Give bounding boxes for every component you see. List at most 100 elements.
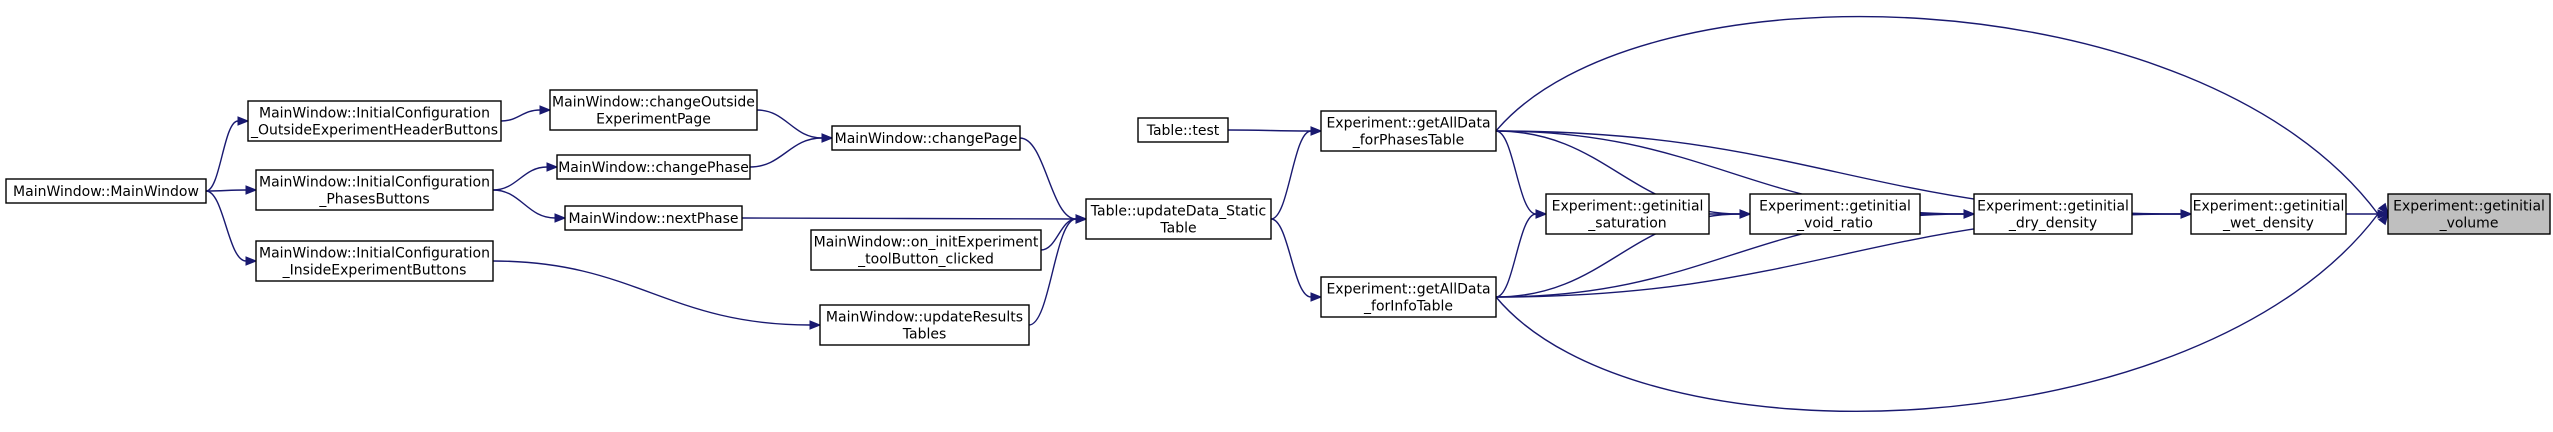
node-label: Table::test: [1146, 123, 1220, 139]
node-getinitial_saturation[interactable]: Experiment::getinitial_saturation: [1545, 193, 1710, 235]
node-getinitial_wet_density[interactable]: Experiment::getinitial_wet_density: [2190, 193, 2347, 235]
node-label: Experiment::getAllData: [1326, 116, 1490, 132]
node-label: Experiment::getinitial: [1977, 199, 2129, 215]
edge-line: [1270, 218, 1312, 298]
node-label: Experiment::getAllData: [1326, 282, 1490, 298]
node-box[interactable]: [556, 154, 751, 180]
node-box[interactable]: [1085, 198, 1272, 240]
node-label: _saturation: [1587, 216, 1666, 232]
arrowhead-icon: [1075, 214, 1088, 224]
edge-line: [492, 189, 556, 219]
node-layer: Experiment::getinitial_volumeExperiment:…: [5, 89, 2551, 346]
edge-mainwindow-to-ic_phases: [205, 185, 258, 195]
node-box[interactable]: [5, 178, 207, 204]
node-label: Experiment::getinitial: [1759, 199, 1911, 215]
edge-getAllData_forPhasesTable-to-getinitial_volume: [1495, 15, 2389, 216]
edge-line: [492, 166, 548, 191]
node-box[interactable]: [831, 125, 1021, 151]
arrowhead-icon: [554, 213, 567, 223]
node-label: _volume: [2439, 216, 2499, 232]
node-label: _forPhasesTable: [1352, 133, 1465, 149]
edge-mainwindow-to-ic_outside: [205, 116, 250, 192]
node-label: _void_ratio: [1796, 216, 1873, 232]
node-label: MainWindow::nextPhase: [568, 211, 738, 227]
arrowhead-icon: [1535, 209, 1548, 219]
edge-changePage-to-updateData_Static_Table: [1019, 137, 1088, 224]
node-label: MainWindow::changePhase: [558, 160, 749, 176]
node-getAllData_forPhasesTable[interactable]: Experiment::getAllData_forPhasesTable: [1320, 110, 1497, 152]
node-mainwindow[interactable]: MainWindow::MainWindow: [5, 178, 207, 204]
node-changePhase[interactable]: MainWindow::changePhase: [556, 154, 751, 180]
node-ic_inside[interactable]: MainWindow::InitialConfiguration_InsideE…: [255, 240, 494, 282]
node-box[interactable]: [1973, 193, 2133, 235]
node-label: Tables: [902, 327, 947, 343]
edge-ic_phases-to-changePhase: [492, 162, 559, 191]
edge-line: [1495, 213, 2379, 412]
edge-line: [1495, 15, 2379, 215]
edge-line: [741, 217, 1077, 220]
edge-getAllData_forInfoTable-to-getinitial_saturation: [1495, 209, 1548, 298]
node-box[interactable]: [255, 240, 494, 282]
node-label: Experiment::getinitial: [2393, 199, 2545, 215]
node-label: _dry_density: [2008, 216, 2097, 232]
edge-ic_inside-to-updateResultsTables: [492, 260, 822, 330]
edge-updateResultsTables-to-updateData_Static_Table: [1028, 214, 1088, 326]
edge-getAllData_forInfoTable-to-getinitial_volume: [1495, 212, 2389, 412]
node-label: _PhasesButtons: [318, 192, 429, 208]
node-box[interactable]: [255, 169, 494, 211]
node-box[interactable]: [549, 89, 758, 131]
node-label: _forInfoTable: [1363, 299, 1453, 315]
edge-line: [205, 189, 247, 192]
arrowhead-icon: [2377, 212, 2389, 226]
node-nextPhase[interactable]: MainWindow::nextPhase: [564, 205, 743, 231]
node-label: _wet_density: [2222, 216, 2314, 232]
node-ic_phases[interactable]: MainWindow::InitialConfiguration_PhasesB…: [255, 169, 494, 211]
node-label: _InsideExperimentButtons: [282, 263, 467, 279]
node-getinitial_dry_density[interactable]: Experiment::getinitial_dry_density: [1973, 193, 2133, 235]
node-changePage[interactable]: MainWindow::changePage: [831, 125, 1021, 151]
node-on_initExperiment[interactable]: MainWindow::on_initExperiment_toolButton…: [810, 229, 1042, 271]
node-box[interactable]: [2387, 193, 2551, 235]
arrowhead-icon: [245, 256, 258, 266]
node-box[interactable]: [1137, 117, 1229, 143]
node-box[interactable]: [247, 100, 502, 142]
node-label: MainWindow::on_initExperiment: [814, 235, 1039, 251]
edge-line: [1028, 218, 1077, 326]
node-label: Experiment::getinitial: [2193, 199, 2345, 215]
node-box[interactable]: [819, 304, 1030, 346]
node-getinitial_void_ratio[interactable]: Experiment::getinitial_void_ratio: [1749, 193, 1921, 235]
edge-line: [1495, 213, 1537, 298]
node-box[interactable]: [810, 229, 1042, 271]
node-box[interactable]: [1545, 193, 1710, 235]
arrowhead-icon: [1739, 209, 1752, 219]
node-box[interactable]: [2190, 193, 2347, 235]
edge-line: [492, 260, 811, 326]
node-label: Table: [1159, 221, 1196, 237]
node-box[interactable]: [1749, 193, 1921, 235]
arrowhead-icon: [2377, 202, 2389, 216]
arrowhead-icon: [245, 185, 258, 195]
node-ic_outside[interactable]: MainWindow::InitialConfiguration_Outside…: [247, 100, 502, 142]
edge-changePhase-to-changePage: [749, 133, 834, 168]
node-box[interactable]: [564, 205, 743, 231]
edge-line: [1019, 137, 1077, 220]
node-label: Table::updateData_Static: [1090, 204, 1266, 220]
arrowhead-icon: [1963, 209, 1976, 219]
node-getinitial_volume[interactable]: Experiment::getinitial_volume: [2387, 193, 2551, 235]
arrowhead-icon: [1310, 126, 1323, 136]
node-label: MainWindow::changeOutside: [552, 95, 755, 111]
node-getAllData_forInfoTable[interactable]: Experiment::getAllData_forInfoTable: [1320, 276, 1497, 318]
node-label: MainWindow::InitialConfiguration: [259, 106, 490, 122]
arrowhead-icon: [821, 133, 834, 143]
edge-nextPhase-to-updateData_Static_Table: [741, 214, 1088, 224]
node-box[interactable]: [1320, 276, 1497, 318]
arrowhead-icon: [546, 162, 559, 172]
node-table_test[interactable]: Table::test: [1137, 117, 1229, 143]
edge-line: [1227, 129, 1312, 132]
edge-table_test-to-getAllData_forPhasesTable: [1227, 126, 1323, 136]
node-box[interactable]: [1320, 110, 1497, 152]
